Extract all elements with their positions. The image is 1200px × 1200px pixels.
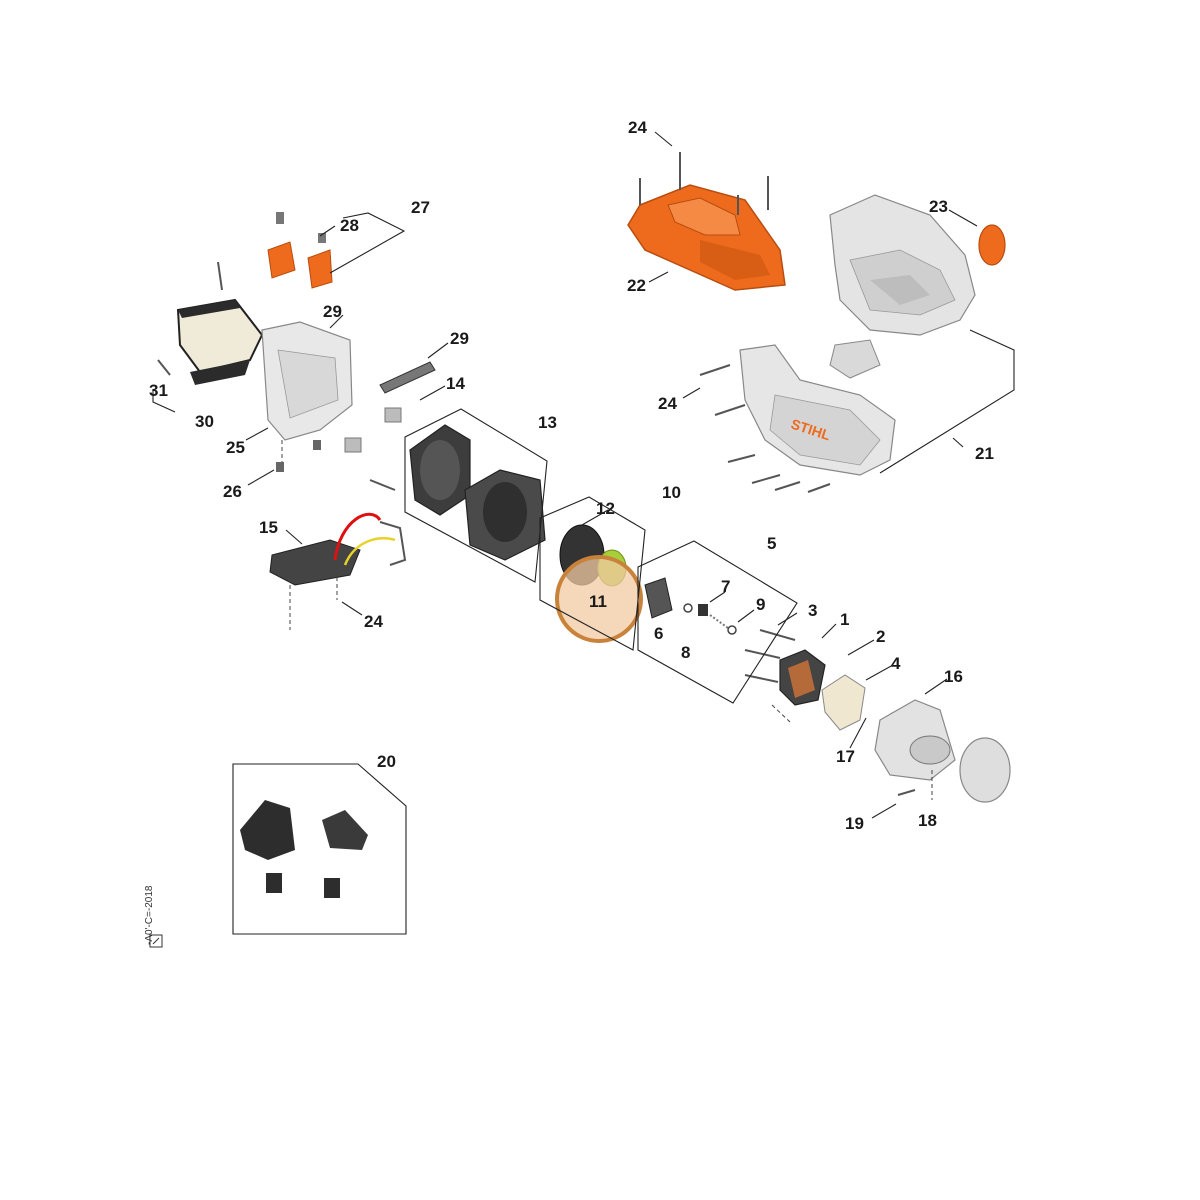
callout-16: 16 xyxy=(944,667,963,686)
callout-7: 7 xyxy=(721,577,730,596)
callout-5: 5 xyxy=(767,534,776,553)
callout-14: 14 xyxy=(446,374,465,393)
callout-29-right: 29 xyxy=(450,329,469,348)
part-housing-lower: STIHL xyxy=(699,339,896,493)
part-connector-strip xyxy=(379,361,436,394)
callout-30: 30 xyxy=(195,412,214,431)
part-cap xyxy=(978,224,1006,266)
center-lines xyxy=(281,440,933,800)
part-stator xyxy=(744,629,826,706)
callout-12: 12 xyxy=(596,499,615,518)
callout-29-left: 29 xyxy=(323,302,342,321)
callout-17: 17 xyxy=(836,747,855,766)
part-fan-housing xyxy=(344,407,546,561)
callout-31: 31 xyxy=(149,381,168,400)
callout-18: 18 xyxy=(918,811,937,830)
callout-24-bottom: 24 xyxy=(364,612,383,631)
callout-20: 20 xyxy=(377,752,396,771)
callout-22: 22 xyxy=(627,276,646,295)
callout-28: 28 xyxy=(340,216,359,235)
part-latch xyxy=(267,212,333,289)
callout-10: 10 xyxy=(662,483,681,502)
reference-code: -A0'-C=-2018 xyxy=(144,885,163,948)
callout-21: 21 xyxy=(975,444,994,463)
callout-15: 15 xyxy=(259,518,278,537)
callout-8: 8 xyxy=(681,643,690,662)
callout-24-right: 24 xyxy=(658,394,677,413)
callouts: 24 23 22 24 21 27 28 29 29 14 13 31 30 2… xyxy=(149,118,994,833)
callout-11: 11 xyxy=(589,592,607,611)
callout-19: 19 xyxy=(845,814,864,833)
callout-25: 25 xyxy=(226,438,245,457)
callout-27: 27 xyxy=(411,198,430,217)
part-bearing-housing xyxy=(874,699,1011,803)
callout-4: 4 xyxy=(891,654,901,673)
callout-26: 26 xyxy=(223,482,242,501)
part-motor-shaft xyxy=(644,577,737,635)
callout-13: 13 xyxy=(538,413,557,432)
callout-2: 2 xyxy=(876,627,885,646)
callout-9: 9 xyxy=(756,595,765,614)
part-kit-20 xyxy=(232,763,407,935)
part-top-cover xyxy=(627,152,786,291)
part-housing-upper xyxy=(829,194,976,336)
callout-6: 6 xyxy=(654,624,663,643)
part-electronics-frame xyxy=(261,321,353,472)
assembly-frames xyxy=(152,212,1015,704)
ref-code-text: -A0'-C=-2018 xyxy=(144,885,155,945)
callout-23: 23 xyxy=(929,197,948,216)
leader-lines xyxy=(245,131,978,819)
callout-1: 1 xyxy=(840,610,849,629)
callout-3: 3 xyxy=(808,601,817,620)
part-brush-holder xyxy=(821,674,866,731)
callout-24-top: 24 xyxy=(628,118,647,137)
part-wiring-harness xyxy=(269,479,407,586)
part-board-cover xyxy=(157,261,264,385)
